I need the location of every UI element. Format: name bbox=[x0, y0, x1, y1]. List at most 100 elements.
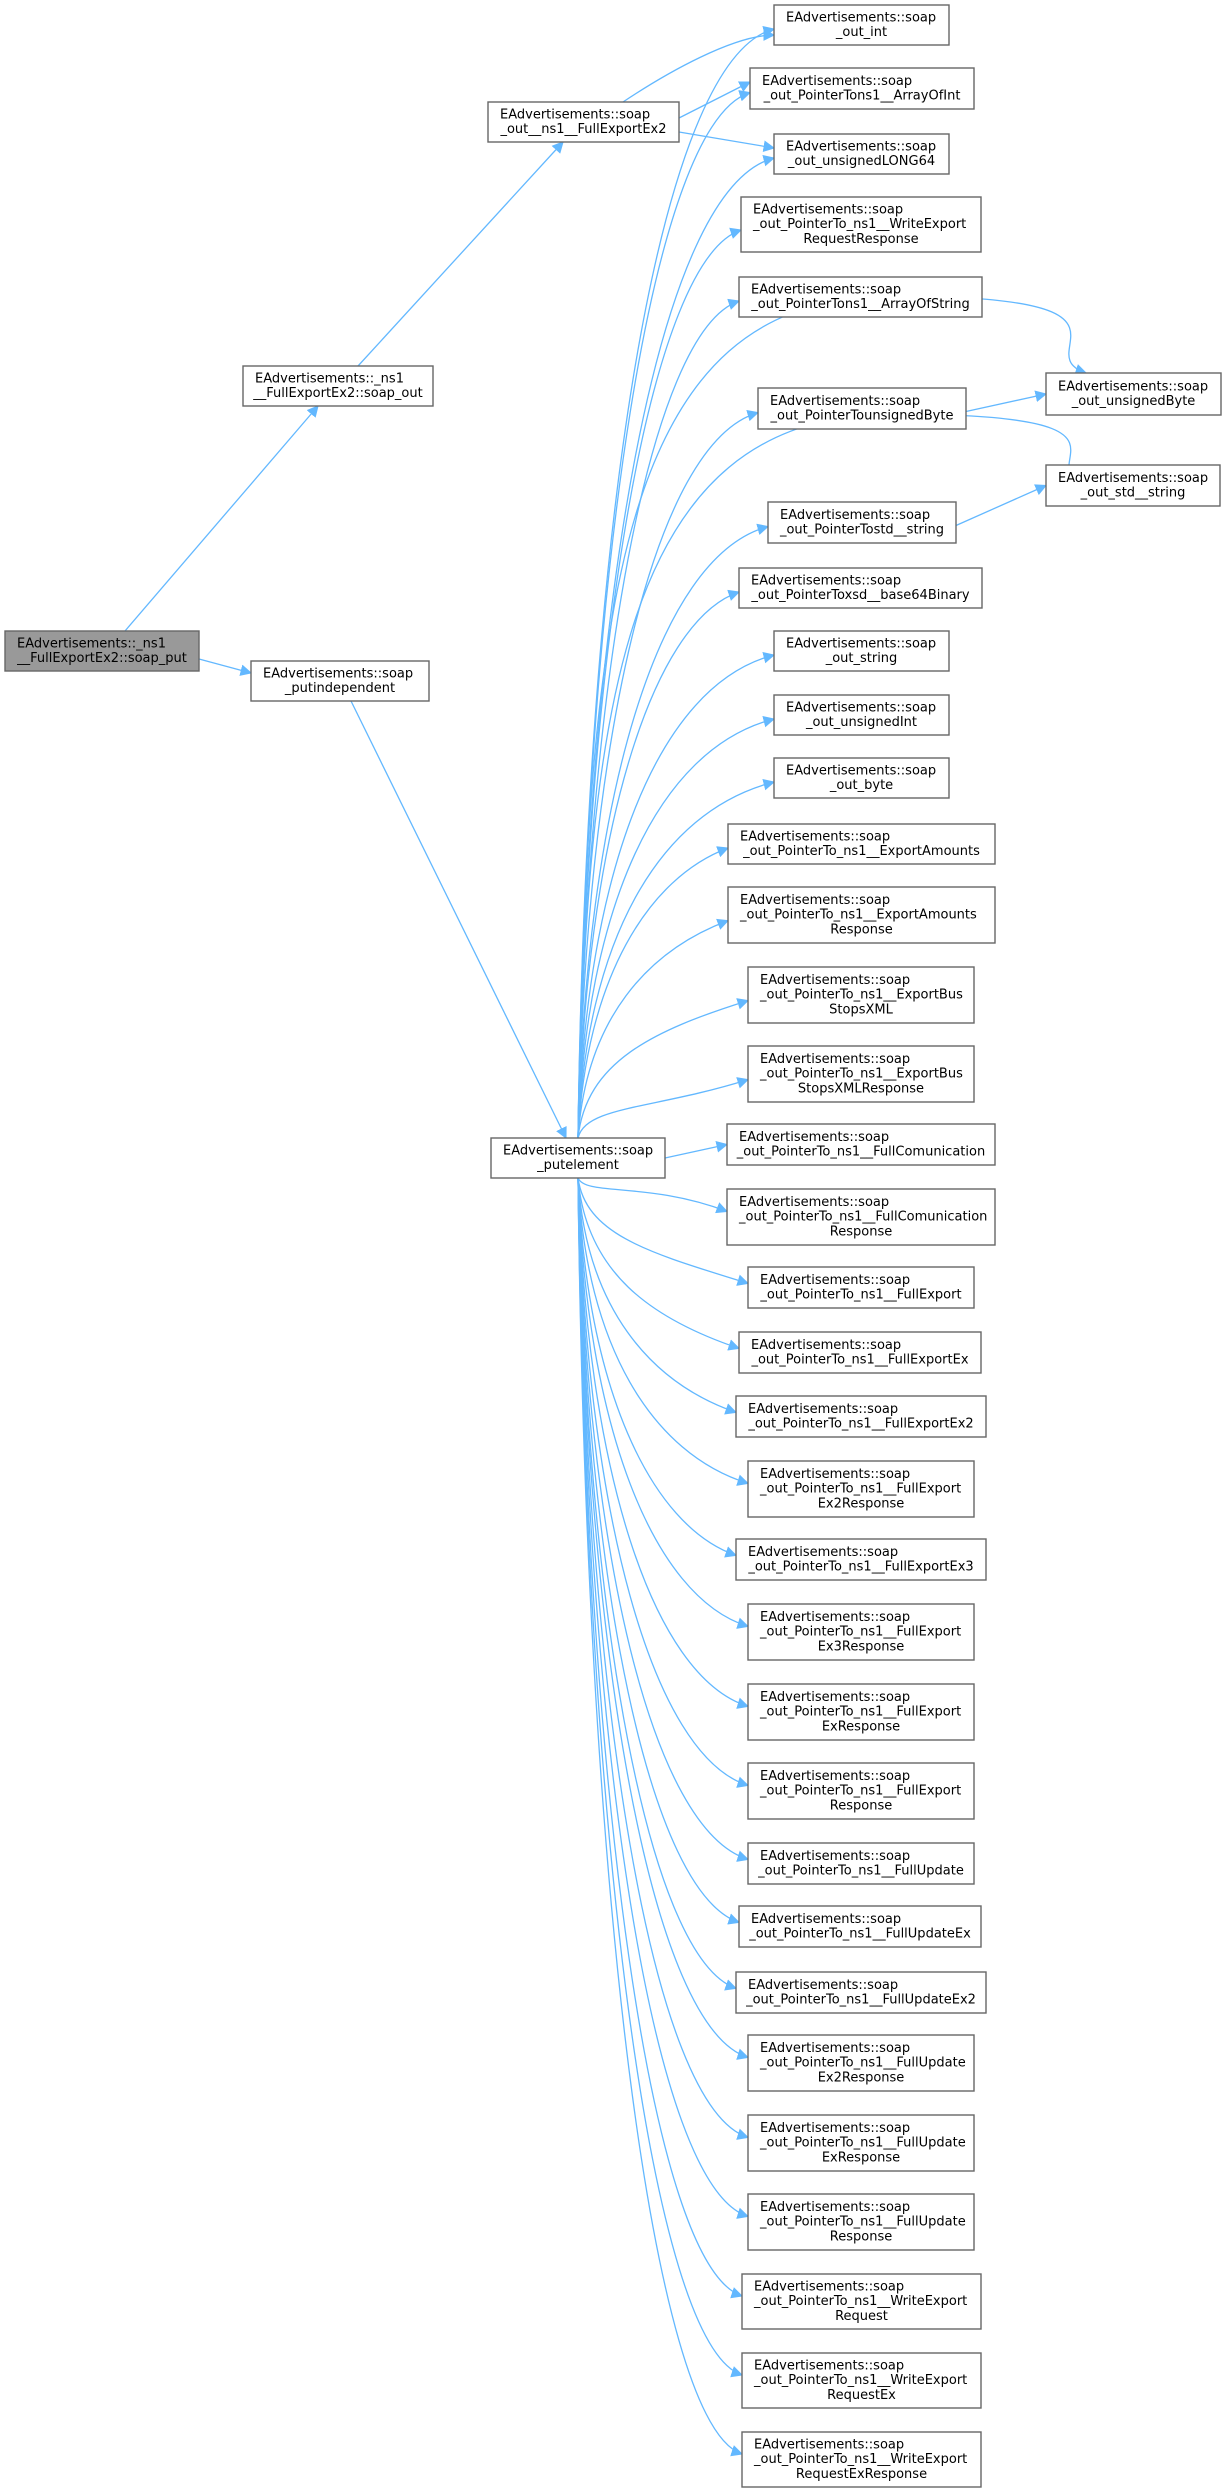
graph-node-n33[interactable]: EAdvertisements::soap_out_PointerTo_ns1_… bbox=[741, 2352, 982, 2409]
graph-node-n34[interactable]: EAdvertisements::soap_out_PointerTo_ns1_… bbox=[741, 2431, 982, 2488]
graph-node-ubyte[interactable]: EAdvertisements::soap_out_unsignedByte bbox=[1045, 372, 1222, 416]
node-label-line: _out_unsignedByte bbox=[1071, 394, 1196, 409]
edge-putelement-to-n19 bbox=[577, 1177, 741, 1351]
graph-node-n26[interactable]: EAdvertisements::soap_out_PointerTo_ns1_… bbox=[747, 1842, 975, 1885]
graph-node-n17[interactable]: EAdvertisements::soap_out_PointerTo_ns1_… bbox=[726, 1188, 996, 1246]
edge-putelement-to-n8 bbox=[577, 589, 741, 1139]
node-label-line: StopsXML bbox=[829, 1002, 893, 1017]
graph-node-n11[interactable]: EAdvertisements::soap_out_byte bbox=[773, 757, 950, 799]
node-label-line: EAdvertisements::soap bbox=[503, 1143, 653, 1158]
node-label-line: EAdvertisements::soap bbox=[760, 1052, 910, 1067]
graph-node-n12[interactable]: EAdvertisements::soap_out_PointerTo_ns1_… bbox=[727, 823, 996, 865]
graph-node-n23[interactable]: EAdvertisements::soap_out_PointerTo_ns1_… bbox=[747, 1603, 975, 1661]
node-label-line: Response bbox=[830, 2229, 892, 2244]
graph-node-n8[interactable]: EAdvertisements::soap_out_PointerToxsd__… bbox=[738, 567, 983, 609]
node-box bbox=[747, 966, 975, 1024]
node-label-line: _out_int bbox=[835, 25, 887, 40]
graph-node-n4[interactable]: EAdvertisements::soap_out_PointerTo_ns1_… bbox=[740, 196, 982, 253]
graph-node-n30[interactable]: EAdvertisements::soap_out_PointerTo_ns1_… bbox=[747, 2114, 975, 2172]
edge-putelement-to-n10 bbox=[577, 715, 776, 1139]
edge-putelement-to-n21 bbox=[577, 1177, 750, 1486]
edges-layer bbox=[124, 25, 1088, 2457]
graph-node-n32[interactable]: EAdvertisements::soap_out_PointerTo_ns1_… bbox=[741, 2273, 982, 2330]
graph-node-n29[interactable]: EAdvertisements::soap_out_PointerTo_ns1_… bbox=[747, 2034, 975, 2092]
edge-putelement-to-n7 bbox=[577, 523, 770, 1139]
graph-node-n2[interactable]: EAdvertisements::soap_out_PointerTons1__… bbox=[749, 67, 975, 110]
node-label-line: _out_PointerTo_ns1__FullExport bbox=[759, 1482, 961, 1497]
node-label-line: EAdvertisements::soap bbox=[263, 666, 413, 681]
graph-node-n5[interactable]: EAdvertisements::soap_out_PointerTons1__… bbox=[738, 276, 983, 318]
node-label-line: EAdvertisements::soap bbox=[739, 1195, 889, 1210]
graph-node-n14[interactable]: EAdvertisements::soap_out_PointerTo_ns1_… bbox=[747, 966, 975, 1024]
node-box bbox=[735, 1971, 987, 2014]
edge-putelement-to-n15 bbox=[577, 1077, 750, 1139]
graph-node-n10[interactable]: EAdvertisements::soap_out_unsignedInt bbox=[773, 694, 950, 736]
node-box bbox=[747, 2193, 975, 2251]
graph-node-n19[interactable]: EAdvertisements::soap_out_PointerTo_ns1_… bbox=[738, 1331, 982, 1374]
node-label-line: EAdvertisements::soap bbox=[760, 973, 910, 988]
node-box bbox=[487, 101, 680, 143]
node-box bbox=[773, 694, 950, 736]
edge-putelement-to-n33 bbox=[577, 1177, 744, 2378]
node-label-line: Ex2Response bbox=[818, 2070, 905, 2085]
node-label-line: EAdvertisements::soap bbox=[740, 893, 890, 908]
edge-putelement-to-n28 bbox=[577, 1177, 738, 1991]
graph-node-put[interactable]: EAdvertisements::_ns1__FullExportEx2::so… bbox=[4, 630, 200, 672]
graph-node-n15[interactable]: EAdvertisements::soap_out_PointerTo_ns1_… bbox=[747, 1045, 975, 1103]
graph-node-n7[interactable]: EAdvertisements::soap_out_PointerTostd__… bbox=[767, 501, 957, 544]
graph-node-out_fee2[interactable]: EAdvertisements::soap_out__ns1__FullExpo… bbox=[487, 101, 680, 143]
graph-node-n20[interactable]: EAdvertisements::soap_out_PointerTo_ns1_… bbox=[735, 1395, 987, 1438]
node-label-line: ExResponse bbox=[822, 2150, 900, 2165]
node-label-line: EAdvertisements::soap bbox=[760, 1273, 910, 1288]
node-label-line: EAdvertisements::_ns1 bbox=[255, 371, 404, 386]
graph-node-n24[interactable]: EAdvertisements::soap_out_PointerTo_ns1_… bbox=[747, 1683, 975, 1741]
node-label-line: StopsXMLResponse bbox=[798, 1081, 924, 1096]
node-label-line: EAdvertisements::soap bbox=[786, 763, 936, 778]
node-box bbox=[747, 1603, 975, 1661]
graph-node-n28[interactable]: EAdvertisements::soap_out_PointerTo_ns1_… bbox=[735, 1971, 987, 2014]
node-box bbox=[1045, 464, 1221, 507]
graph-node-putelement[interactable]: EAdvertisements::soap_putelement bbox=[490, 1137, 666, 1179]
node-label-line: _out_PointerTo_ns1__FullUpdateEx bbox=[748, 1927, 971, 1942]
graph-node-n9[interactable]: EAdvertisements::soap_out_string bbox=[773, 630, 950, 672]
graph-node-n27[interactable]: EAdvertisements::soap_out_PointerTo_ns1_… bbox=[738, 1905, 982, 1948]
node-box bbox=[741, 2352, 982, 2409]
node-label-line: _out_PointerTo_ns1__WriteExport bbox=[753, 2373, 967, 2388]
graph-node-n3[interactable]: EAdvertisements::soap_out_unsignedLONG64 bbox=[773, 133, 950, 175]
node-box bbox=[242, 365, 434, 407]
node-label-line: _out_PointerTo_ns1__WriteExport bbox=[752, 217, 966, 232]
graph-node-stdstr[interactable]: EAdvertisements::soap_out_std__string bbox=[1045, 464, 1221, 507]
edge-putelement-to-n13 bbox=[577, 918, 730, 1139]
node-label-line: EAdvertisements::soap bbox=[739, 1130, 889, 1145]
graph-node-putindependent[interactable]: EAdvertisements::soap_putindependent bbox=[250, 660, 430, 702]
graph-node-n25[interactable]: EAdvertisements::soap_out_PointerTo_ns1_… bbox=[747, 1762, 975, 1820]
node-label-line: EAdvertisements::soap bbox=[762, 74, 912, 89]
node-label-line: _out_PointerTo_ns1__FullExport bbox=[759, 1288, 961, 1303]
graph-node-n16[interactable]: EAdvertisements::soap_out_PointerTo_ns1_… bbox=[726, 1123, 996, 1166]
node-label-line: EAdvertisements::soap bbox=[760, 2121, 910, 2136]
node-box bbox=[735, 1538, 987, 1581]
node-label-line: _out_PointerTo_ns1__FullExport bbox=[759, 1784, 961, 1799]
graph-node-n21[interactable]: EAdvertisements::soap_out_PointerTo_ns1_… bbox=[747, 1460, 975, 1518]
node-label-line: _out_PointerToxsd__base64Binary bbox=[750, 588, 970, 603]
node-label-line: _out__ns1__FullExportEx2 bbox=[499, 122, 666, 137]
graph-node-n22[interactable]: EAdvertisements::soap_out_PointerTo_ns1_… bbox=[735, 1538, 987, 1581]
node-label-line: _putelement bbox=[536, 1158, 619, 1173]
edge-putelement-to-n20 bbox=[577, 1177, 738, 1415]
node-label-line: EAdvertisements::soap bbox=[786, 700, 936, 715]
node-label-line: EAdvertisements::soap bbox=[760, 1769, 910, 1784]
graph-node-n31[interactable]: EAdvertisements::soap_out_PointerTo_ns1_… bbox=[747, 2193, 975, 2251]
graph-node-n1[interactable]: EAdvertisements::soap_out_int bbox=[773, 4, 950, 46]
edge-putelement-to-n14 bbox=[577, 998, 750, 1139]
graph-node-soap_out[interactable]: EAdvertisements::_ns1__FullExportEx2::so… bbox=[242, 365, 434, 407]
edge-put-to-putindependent bbox=[198, 658, 253, 676]
node-label-line: _out_PointerTo_ns1__FullUpdate bbox=[759, 2136, 966, 2151]
graph-node-n6[interactable]: EAdvertisements::soap_out_PointerTounsig… bbox=[757, 387, 967, 430]
node-label-line: _out_PointerTo_ns1__FullExportEx bbox=[750, 1353, 968, 1368]
edge-putelement-to-n6 bbox=[577, 409, 760, 1139]
graph-node-n13[interactable]: EAdvertisements::soap_out_PointerTo_ns1_… bbox=[727, 886, 996, 944]
node-label-line: _out_PointerTo_ns1__FullExportEx3 bbox=[747, 1560, 973, 1575]
node-box bbox=[747, 1762, 975, 1820]
graph-node-n18[interactable]: EAdvertisements::soap_out_PointerTo_ns1_… bbox=[747, 1266, 975, 1309]
